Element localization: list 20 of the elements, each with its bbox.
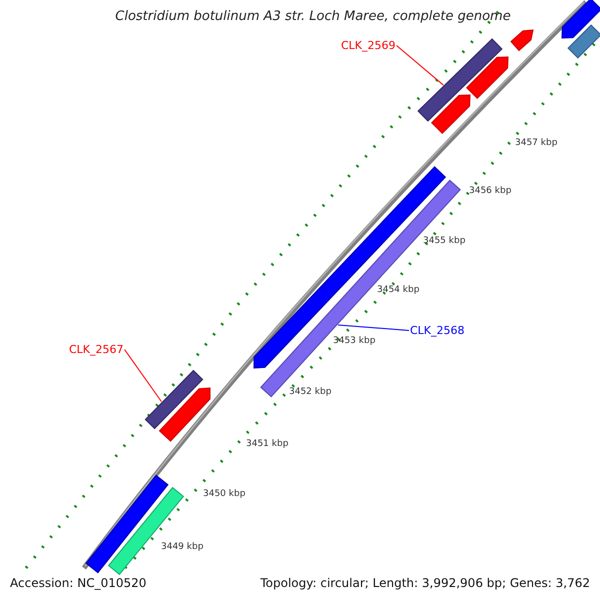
scale-label: 3454 kbp bbox=[377, 286, 420, 295]
scale-label: 3456 kbp bbox=[469, 187, 512, 196]
gene-bar bbox=[144, 370, 204, 430]
scale-label: 3457 kbp bbox=[515, 139, 558, 148]
scale-label: 3449 kbp bbox=[161, 543, 204, 552]
leader-line bbox=[124, 349, 162, 402]
gene-bar bbox=[417, 38, 503, 122]
scale-label: 3451 kbp bbox=[246, 440, 288, 449]
leader-line bbox=[338, 324, 410, 331]
gene-label: CLK_2567 bbox=[69, 344, 124, 355]
map-title: Clostridium botulinum A3 str. Loch Maree, complete genome bbox=[114, 10, 512, 23]
gene-label: CLK_2568 bbox=[410, 325, 465, 336]
leader-line bbox=[396, 45, 444, 86]
gene-label: CLK_2569 bbox=[341, 40, 396, 51]
scale-label: 3452 kbp bbox=[289, 388, 332, 397]
scale-label: 3453 kbp bbox=[333, 337, 376, 346]
scale-label: 3450 kbp bbox=[203, 490, 246, 499]
accession-text: Accession: NC_010520 bbox=[10, 577, 146, 589]
topology-text: Topology: circular; Length: 3,992,906 bp; Genes: 3,762 bbox=[260, 577, 590, 589]
scale-label: 3455 kbp bbox=[423, 237, 466, 246]
